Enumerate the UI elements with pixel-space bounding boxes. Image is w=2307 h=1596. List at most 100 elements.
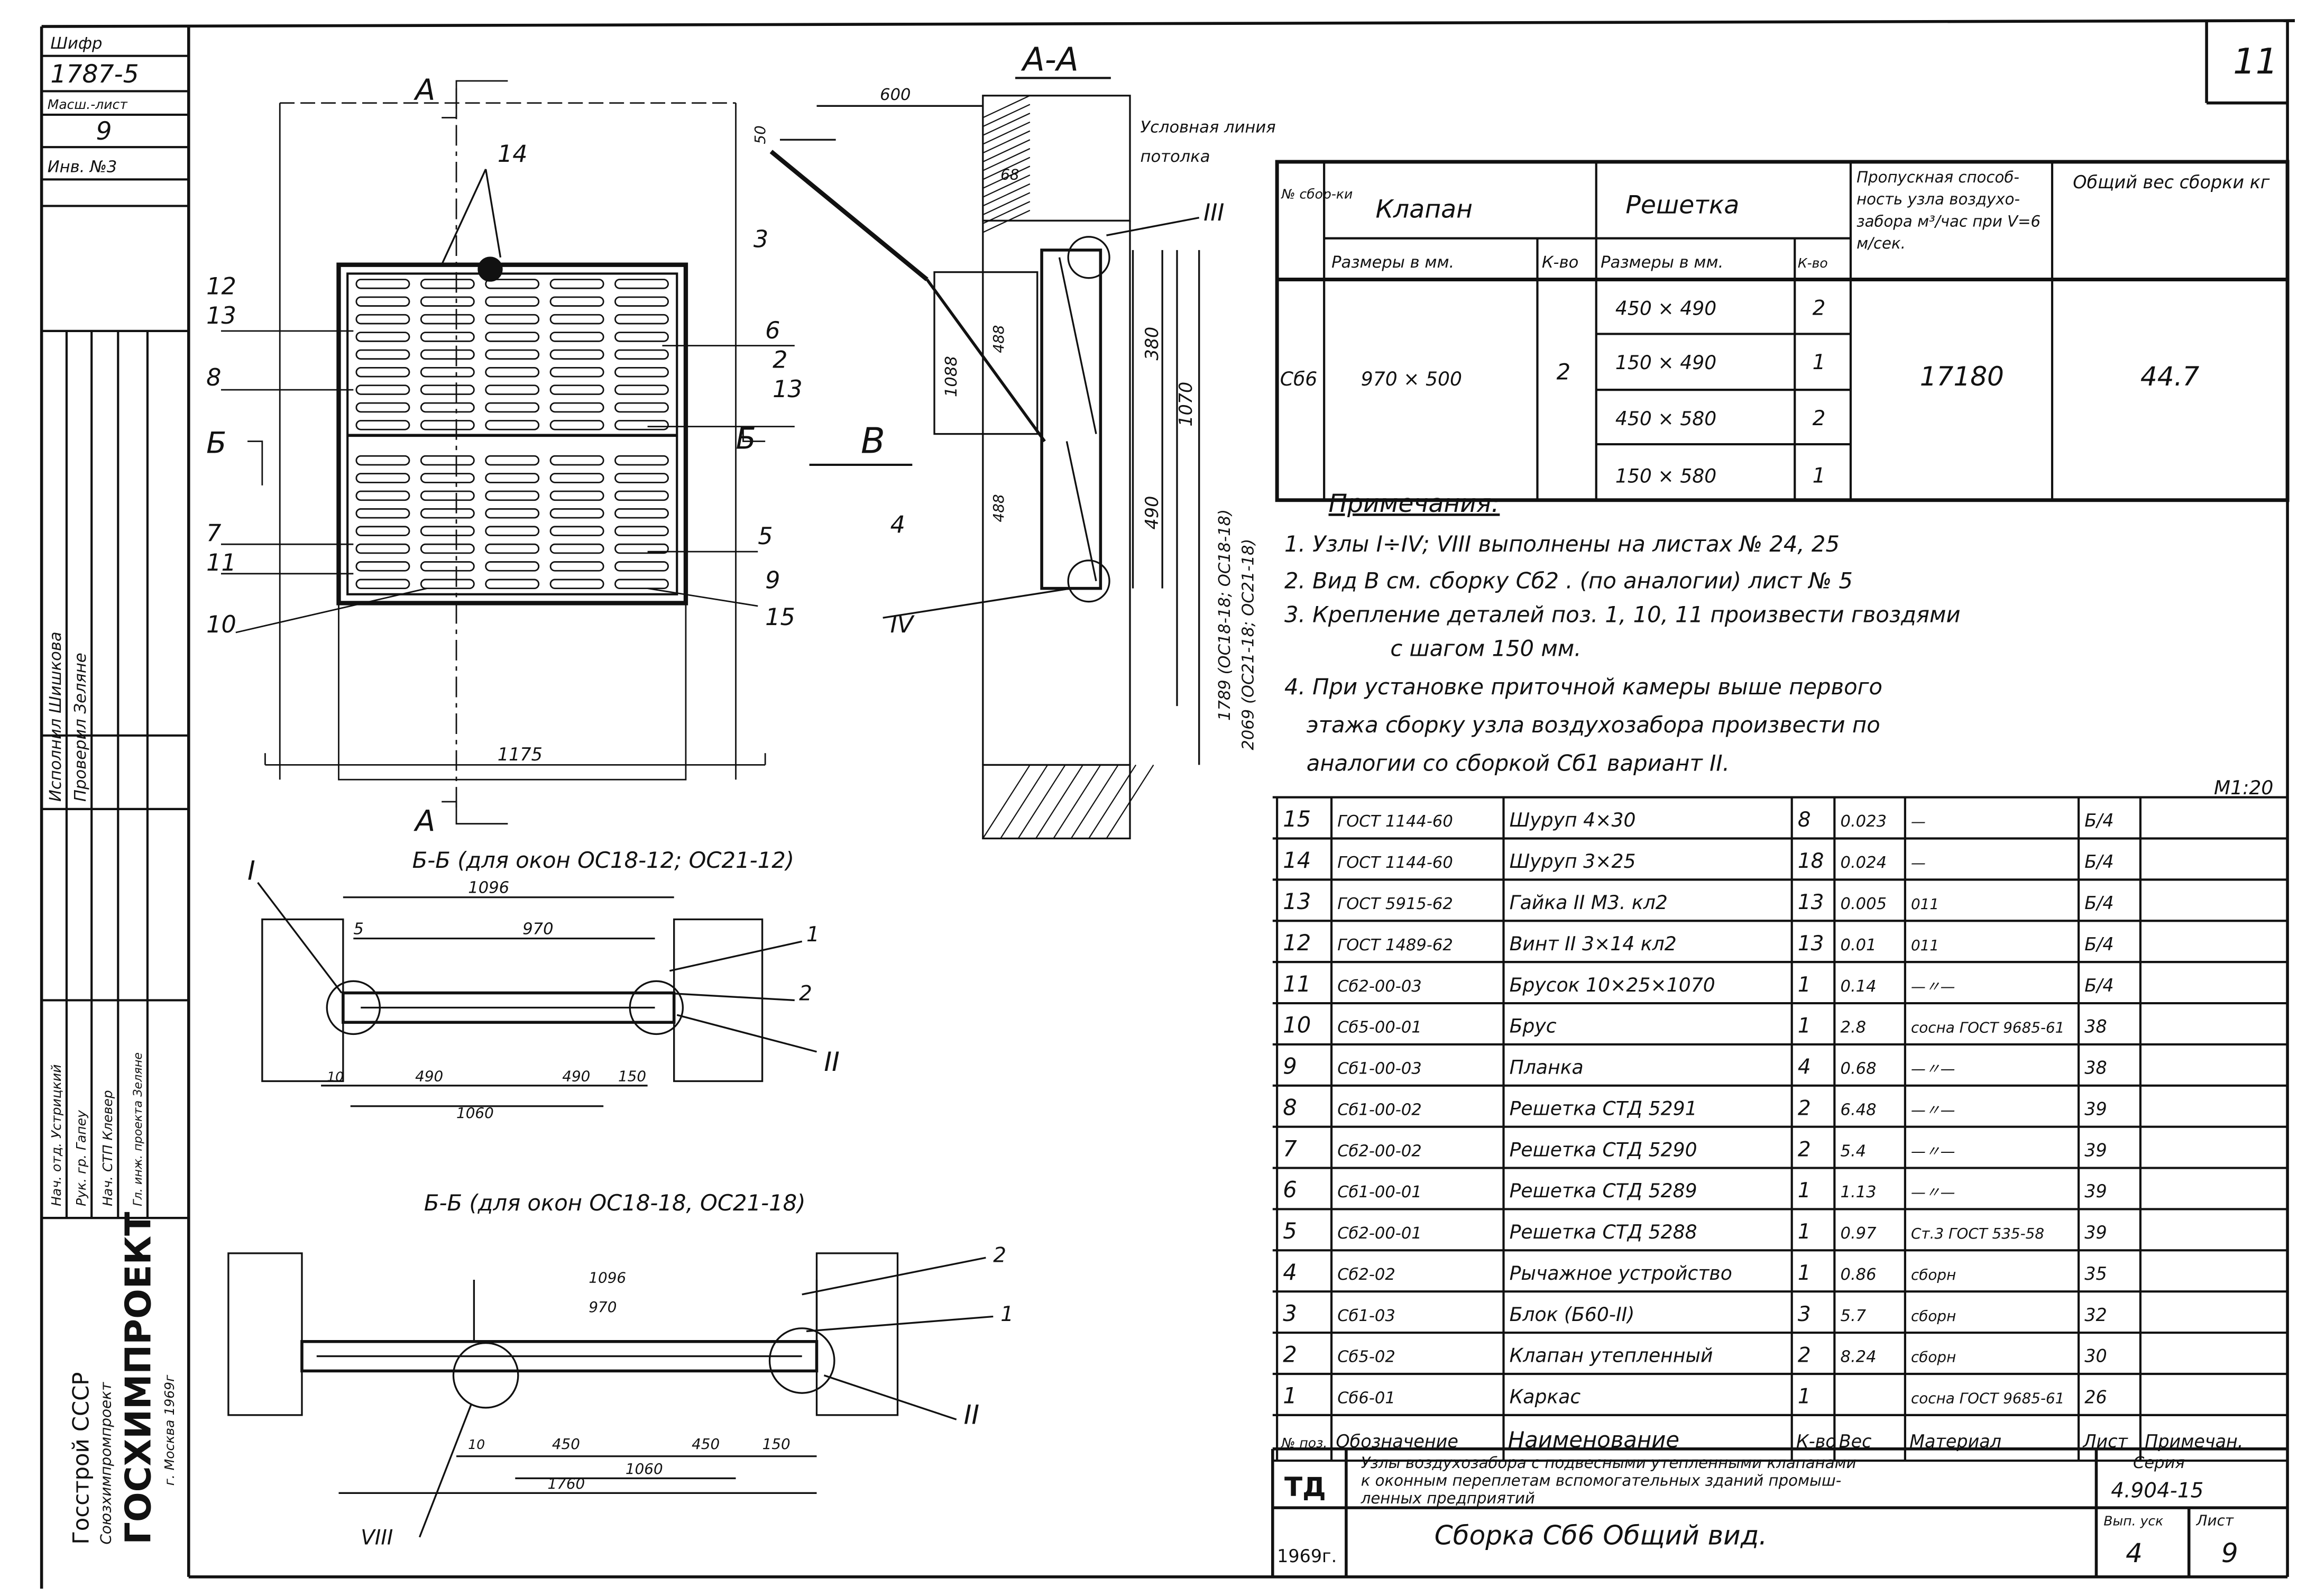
grille-size: 450 × 580 — [1615, 407, 1716, 430]
dim: 150 — [762, 1435, 791, 1453]
table-cell: 0.023 — [1840, 812, 1887, 831]
grille-slot — [355, 296, 410, 307]
table-cell: 011 — [1911, 895, 1939, 913]
dim-height-1: 1789 (ОС18-18; ОС18-18) — [1216, 509, 1234, 721]
note-line: 4. При установке приточной камеры выше п… — [1284, 674, 1882, 700]
grille-slot — [549, 384, 604, 395]
grille-slot — [549, 490, 604, 501]
grille-slot — [420, 420, 475, 430]
table-cell: Б/4 — [2084, 975, 2113, 996]
org-line-1: Госстрой СССР — [68, 1372, 94, 1545]
table-cell: Решетка СТД 5291 — [1510, 1097, 1697, 1120]
grille-slot — [420, 332, 475, 342]
grille-slot — [614, 508, 669, 519]
table-cell: Брус — [1510, 1015, 1557, 1038]
table-cell: 38 — [2084, 1016, 2107, 1037]
grille-slot — [420, 561, 475, 572]
header-grille-size: Размеры в мм. — [1601, 253, 1723, 272]
table-cell: —〃— — [1911, 1142, 1955, 1160]
position-label: 4 — [890, 511, 905, 538]
grille-slot — [549, 314, 604, 325]
table-cell: Б/4 — [2084, 893, 2113, 913]
hatch-line — [982, 183, 1031, 207]
grille-slot — [549, 473, 604, 483]
grille-slot — [485, 384, 540, 395]
grille-slot — [485, 490, 540, 501]
section-mark-a-bottom: А — [413, 804, 435, 839]
year: 1969г. — [1277, 1546, 1337, 1566]
table-cell: 18 — [1798, 849, 1824, 873]
hatch-line — [982, 764, 1031, 839]
table-cell: Гайка II М3. кл2 — [1510, 891, 1668, 914]
table-cell: 0.68 — [1840, 1060, 1876, 1078]
header-valve-size: Размеры в мм. — [1331, 253, 1454, 272]
table-cell: Сб2-00-03 — [1337, 977, 1422, 996]
note-line: этажа сборку узла воздухозабора произвес… — [1307, 712, 1880, 738]
position-label: 5 — [758, 523, 773, 550]
grille-slot — [614, 543, 669, 554]
grille-slot — [420, 455, 475, 466]
dim-50: 50 — [751, 125, 769, 144]
hatch-line — [982, 104, 1031, 127]
grille-slot — [485, 332, 540, 342]
grille-slot — [614, 455, 669, 466]
grille-slot — [355, 543, 410, 554]
scale-sheet: 9 — [96, 117, 112, 146]
table-cell: Сб1-00-01 — [1337, 1183, 1422, 1201]
signature: Рук. гр. Гапеу — [73, 1109, 89, 1206]
table-cell: 0.97 — [1840, 1224, 1877, 1243]
position-label: 14 — [498, 141, 528, 168]
note-line: 2. Вид В см. сборку Сб2 . (по аналогии) … — [1284, 568, 1853, 594]
hatch-line — [982, 95, 1031, 118]
dim: 1060 — [626, 1460, 663, 1478]
table-cell: Сб5-00-01 — [1337, 1019, 1422, 1037]
dim-490: 490 — [1142, 496, 1162, 530]
table-cell: Шуруп 4×30 — [1510, 809, 1636, 831]
grille-slot — [614, 367, 669, 378]
grille-slot — [549, 543, 604, 554]
drawing-title: Сборка Сб6 Общий вид. — [1435, 1520, 1767, 1551]
grille-slot — [549, 332, 604, 342]
section-mark-b-left: Б — [206, 426, 226, 461]
hatch-line — [1088, 764, 1137, 839]
node-label-III: III — [1203, 199, 1224, 226]
grille-size: 150 × 580 — [1615, 464, 1716, 487]
table-cell: Сб2-00-02 — [1337, 1142, 1422, 1160]
node-label-II: II — [824, 1047, 840, 1077]
table-cell: 3 — [1798, 1303, 1811, 1326]
section-mark-a-top: А — [413, 73, 435, 107]
grille-slot — [549, 296, 604, 307]
table-cell: сборн — [1911, 1266, 1956, 1283]
dim-1088: 1088 — [942, 356, 961, 397]
table-cell: Рычажное устройство — [1510, 1262, 1732, 1285]
table-cell: 32 — [2084, 1305, 2107, 1325]
dim: 5 — [353, 920, 363, 938]
table-cell: 1 — [1798, 1014, 1811, 1038]
valve-size: 970 × 500 — [1361, 368, 1462, 390]
grille-slot — [355, 561, 410, 572]
table-cell: 2 — [1798, 1344, 1811, 1368]
grille-slot — [549, 561, 604, 572]
position-label: 9 — [765, 567, 780, 594]
dim: 490 — [415, 1067, 443, 1085]
dim: 970 — [522, 920, 553, 938]
grille-slot — [485, 561, 540, 572]
table-cell: ГОСТ 5915-62 — [1337, 895, 1453, 913]
grille-slot — [355, 526, 410, 536]
grille-slot — [355, 473, 410, 483]
table-cell: Сб1-03 — [1337, 1307, 1395, 1325]
table-cell: Решетка СТД 5290 — [1510, 1138, 1697, 1161]
position-label: 11 — [206, 549, 236, 576]
description-line: Узлы воздухозабора с подвесными утепленн… — [1361, 1454, 1856, 1472]
series: 4.904-15 — [2111, 1479, 2203, 1503]
dim: 450 — [552, 1435, 580, 1453]
grille-slot — [485, 402, 540, 413]
signature: Проверил Зеляне — [71, 653, 90, 802]
sheet-number: 11 — [2233, 41, 2278, 82]
table-cell: ГОСТ 1489-62 — [1337, 936, 1453, 955]
table-cell: сборн — [1911, 1307, 1956, 1325]
